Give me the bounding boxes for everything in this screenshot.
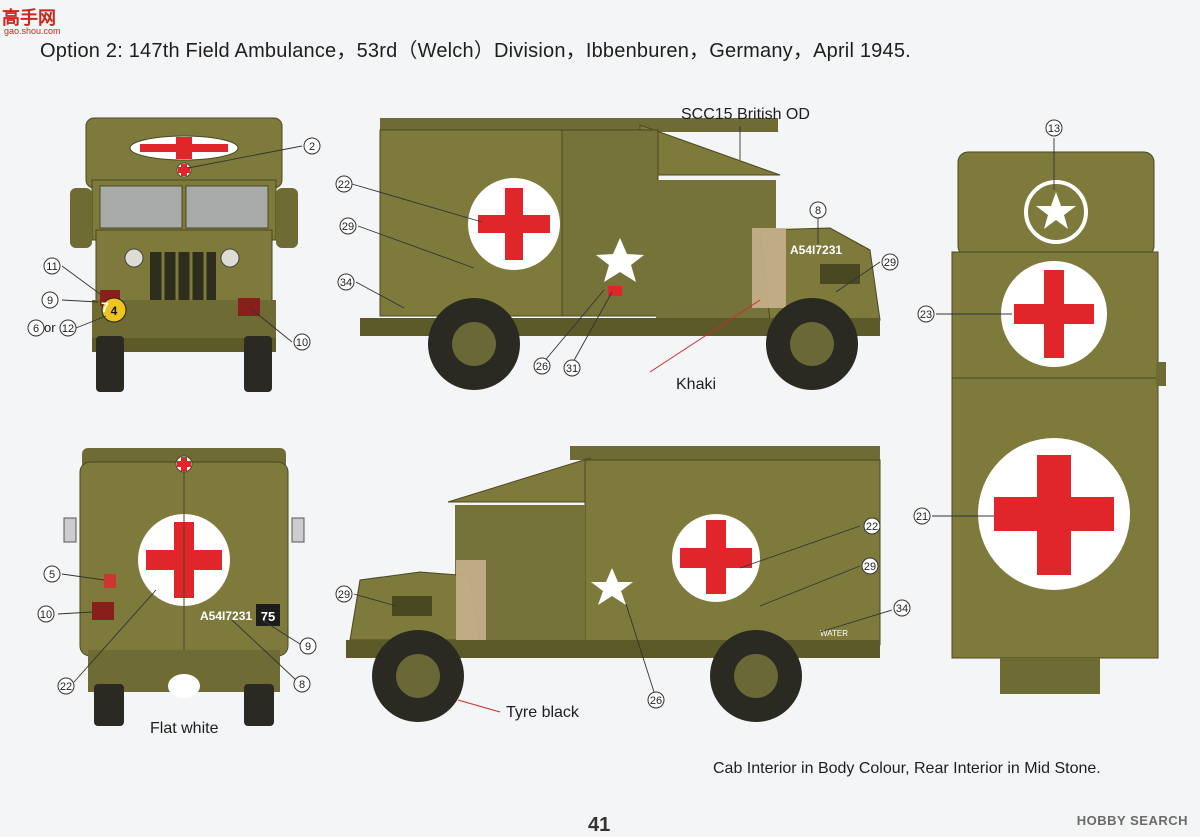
side-view-right: A54I7231 (360, 118, 881, 390)
callout-circle (917, 305, 935, 323)
callout-number: 21 (916, 511, 928, 523)
registration-right: A54I7231 (790, 243, 842, 257)
callout-circle (647, 691, 665, 709)
page-title: Option 2: 147th Field Ambulance，53rd（Wel… (40, 40, 911, 62)
callout-number: 23 (920, 309, 932, 321)
watermark: HOBBY SEARCH (1076, 813, 1188, 828)
callout-number: 22 (866, 521, 878, 533)
callout-circle (303, 137, 321, 155)
callout-number: 9 (305, 641, 311, 653)
callout-number: 29 (864, 561, 876, 573)
callout-circle (27, 319, 45, 337)
callout-circle (293, 333, 311, 351)
callout-number: 10 (40, 609, 52, 621)
callout-number: 6 (33, 323, 39, 335)
logo-subtext: gao.shou.com (4, 26, 61, 36)
callout-circle (335, 175, 353, 193)
callout-number: 9 (47, 295, 53, 307)
callout-number: 34 (340, 277, 352, 289)
callout-circle (861, 557, 879, 575)
callout-circle (339, 217, 357, 235)
front-view: 4 7 (70, 117, 298, 392)
callout-number: 29 (338, 589, 350, 601)
top-view (951, 151, 1166, 694)
page-number: 41 (588, 814, 611, 836)
paint-label-flat-white: Flat white (150, 720, 219, 737)
callout-circle (863, 517, 881, 535)
site-logo: 高手网 gao.shou.com (0, 4, 80, 36)
callout-number: 26 (650, 695, 662, 707)
callout-number: 29 (342, 221, 354, 233)
paint-label-khaki: Khaki (676, 376, 717, 393)
unit-code-plate: 4 (111, 304, 118, 318)
callout-circle (59, 319, 77, 337)
callout-number: 22 (338, 179, 350, 191)
callout-number: 10 (296, 337, 308, 349)
callout-circle (299, 637, 317, 655)
callout-circle (809, 201, 827, 219)
side-view-left: WATER (346, 446, 881, 722)
rear-view: A54I7231 75 (63, 448, 305, 726)
callout-number: 8 (815, 205, 821, 217)
callout-number: 5 (49, 569, 55, 581)
bridge-plate-small: 7 (101, 299, 109, 315)
callout-number: 26 (536, 361, 548, 373)
callout-circle (893, 599, 911, 617)
callout-circle (43, 565, 61, 583)
leader-lines (57, 126, 1055, 713)
callout-circle (337, 273, 355, 291)
callout-number: 34 (896, 603, 908, 615)
logo-text: 高手网 (2, 8, 56, 29)
bridge-plate-rear: 75 (261, 609, 275, 624)
callout-circle (881, 253, 899, 271)
callout-circle (41, 291, 59, 309)
callout-circle (913, 507, 931, 525)
callout-circle (563, 359, 581, 377)
water-tank-label: WATER (820, 629, 848, 638)
callout-circle (1045, 119, 1063, 137)
callout-circle (37, 605, 55, 623)
or-connector: or (44, 320, 56, 335)
callout-circle (533, 357, 551, 375)
callout-markers: 2 11 9 6 12 10 22 29 34 26 31 8 29 13 23 21 5 10 22 9 8 29 22 2… (27, 119, 1063, 709)
paint-label-tyre-black: Tyre black (506, 704, 579, 721)
callout-number: 13 (1048, 123, 1060, 135)
callout-number: 12 (62, 323, 74, 335)
callout-circle (335, 585, 353, 603)
callout-number: 8 (299, 679, 305, 691)
callout-number: 22 (60, 681, 72, 693)
callout-number: 2 (309, 141, 315, 153)
callout-number: 11 (46, 261, 57, 273)
callout-number: 29 (884, 257, 896, 269)
registration-rear: A54I7231 (200, 609, 252, 623)
paint-label-scc15: SCC15 British OD (681, 106, 810, 123)
callout-number: 31 (566, 363, 578, 375)
callout-circle (43, 257, 61, 275)
interior-colour-note: Cab Interior in Body Colour, Rear Interi… (713, 760, 1101, 777)
callout-circle (293, 675, 311, 693)
callout-circle (57, 677, 75, 695)
